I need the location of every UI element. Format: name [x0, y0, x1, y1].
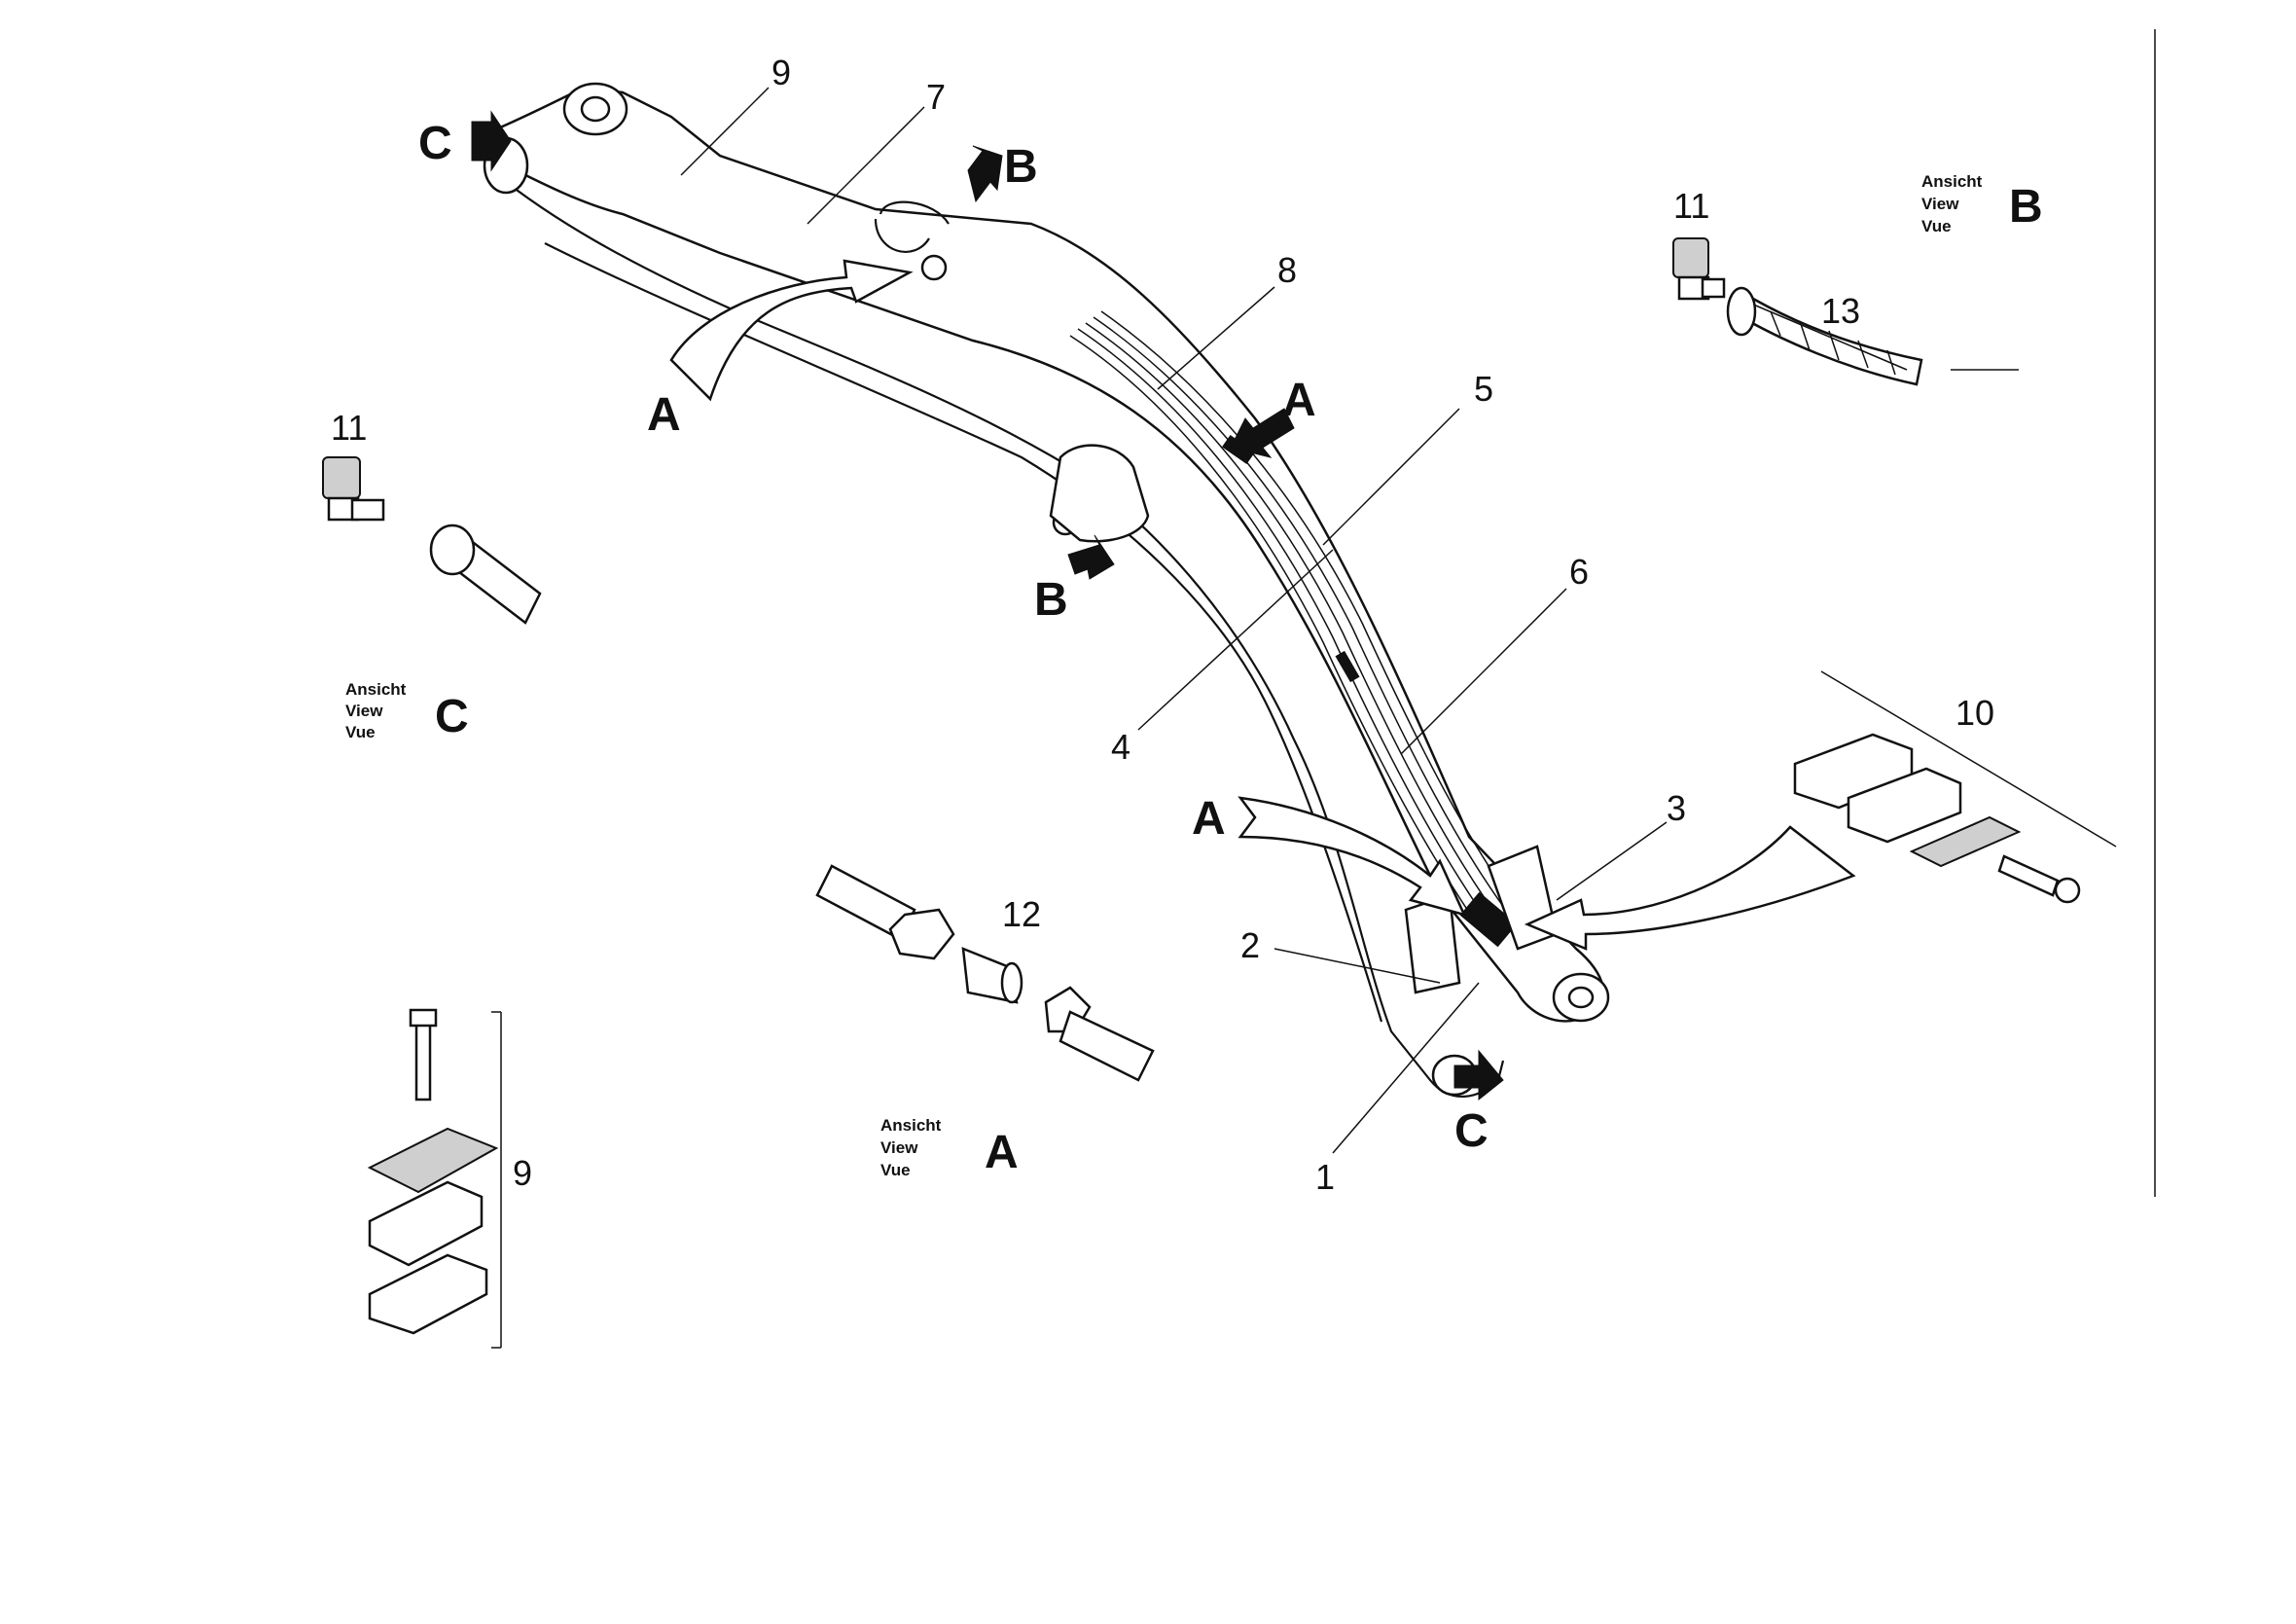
- caption-b-letter: B: [2009, 181, 2043, 233]
- part-8-label: 8: [1277, 250, 1297, 290]
- detail-view-b: [1672, 237, 1923, 386]
- caption-c-fr: Vue: [345, 723, 376, 741]
- view-a-letter-top: A: [647, 389, 681, 441]
- part-9-label-top: 9: [771, 53, 791, 92]
- view-b-letter-top: B: [1004, 141, 1038, 193]
- part-12-label: 12: [1002, 894, 1041, 934]
- view-a-letter-right: A: [1282, 375, 1316, 426]
- view-a-arrow-top: [669, 259, 914, 402]
- caption-c-en: View: [345, 702, 383, 720]
- part-13-label: 13: [1821, 291, 1860, 331]
- caption-view-c: Ansicht View Vue C: [345, 680, 469, 742]
- detail-clamp-9: [367, 1008, 502, 1349]
- part-10-label: 10: [1955, 693, 1994, 733]
- clamp-plate-10: [1909, 815, 2022, 868]
- detail-clamp-10: [1793, 733, 2081, 904]
- view-c-arrow-bottom: [1453, 1049, 1504, 1101]
- part-11-label-b: 11: [1673, 186, 1709, 226]
- caption-view-b: Ansicht View Vue B: [1921, 172, 2043, 235]
- view-a-letter-bottom: A: [1192, 793, 1226, 845]
- part-5-label: 5: [1474, 369, 1493, 409]
- part-number-labels: 1 2 3 4 5 6 7 8 9 9 10 11 11 12 13: [331, 53, 1994, 1197]
- clamp-block-10b: [1847, 767, 1962, 844]
- view-b-letter-mid: B: [1034, 574, 1068, 626]
- part-4-label: 4: [1111, 727, 1130, 767]
- part-7-label: 7: [926, 77, 946, 117]
- elbow-fitting-c: [322, 456, 361, 499]
- view-b-arrow-top: [967, 145, 1003, 203]
- caption-b-fr: Vue: [1921, 217, 1952, 235]
- view-a-arrow-left: [1238, 796, 1467, 917]
- caption-a-fr: Vue: [880, 1161, 911, 1179]
- part-11-label-c: 11: [331, 408, 367, 448]
- clamp-plate-9: [367, 1127, 499, 1194]
- detail-view-c: [322, 456, 542, 625]
- caption-c-letter: C: [435, 691, 469, 742]
- caption-b-en: View: [1921, 195, 1959, 213]
- caption-a-en: View: [880, 1138, 918, 1157]
- detail-view-a: [815, 864, 1155, 1082]
- caption-a-de: Ansicht: [880, 1116, 942, 1135]
- view-arrows: [471, 110, 1856, 1101]
- leader-lines: [680, 87, 2117, 1154]
- view-a-arrow-solid: [1230, 408, 1295, 458]
- view-letters: C B A A B A C: [418, 118, 1489, 1157]
- view-c-letter-top: C: [418, 118, 452, 169]
- caption-view-a: Ansicht View Vue A: [880, 1116, 1019, 1179]
- caption-b-de: Ansicht: [1921, 172, 1983, 191]
- caption-a-letter: A: [985, 1127, 1019, 1178]
- part-6-label: 6: [1569, 552, 1589, 592]
- part-2-label: 2: [1240, 925, 1260, 965]
- bolt-10: [1997, 854, 2060, 897]
- view-c-letter-bottom: C: [1454, 1105, 1489, 1157]
- pipe-right-a: [1058, 1010, 1155, 1082]
- part-9-label-detail: 9: [513, 1153, 532, 1193]
- caption-c-de: Ansicht: [345, 680, 407, 699]
- view-c-arrow-top: [471, 110, 512, 172]
- part-3-label: 3: [1667, 788, 1686, 828]
- view-arrow-right: [1524, 825, 1856, 951]
- elbow-fitting-b: [1672, 237, 1709, 278]
- view-b-arrow-solid: [1067, 534, 1115, 580]
- part-1-label: 1: [1315, 1157, 1335, 1197]
